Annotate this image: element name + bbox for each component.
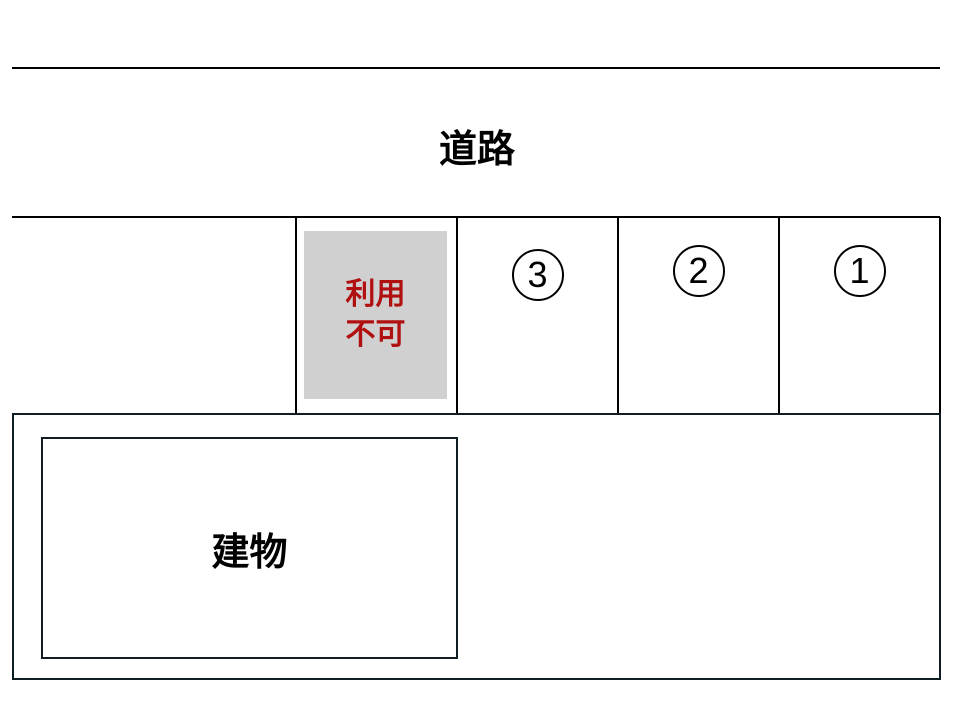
slot-divider bbox=[778, 217, 780, 413]
slot-divider bbox=[295, 217, 297, 413]
building-label: 建物 bbox=[211, 529, 288, 574]
unavailable-label-line1: 利用 bbox=[345, 277, 406, 312]
unavailable-label-line2: 不可 bbox=[345, 317, 406, 352]
slot-number-circle: 1 bbox=[833, 245, 886, 297]
road-label: 道路 bbox=[438, 127, 515, 171]
slot-number-circle: 3 bbox=[511, 249, 564, 301]
parking-slot-unavailable: 利用 不可 bbox=[304, 231, 447, 399]
road-top-line bbox=[12, 67, 940, 69]
slot-number-circle: 2 bbox=[672, 245, 725, 297]
slot-divider bbox=[939, 217, 941, 413]
parking-slot-3: 3 bbox=[457, 217, 618, 413]
road-bottom-line bbox=[12, 216, 940, 218]
building: 建物 bbox=[41, 437, 458, 659]
parking-slot-1: 1 bbox=[779, 217, 940, 413]
slot-divider bbox=[617, 217, 619, 413]
parking-slot-2: 2 bbox=[618, 217, 779, 413]
property-lot bbox=[12, 413, 941, 680]
slot-divider bbox=[456, 217, 458, 413]
